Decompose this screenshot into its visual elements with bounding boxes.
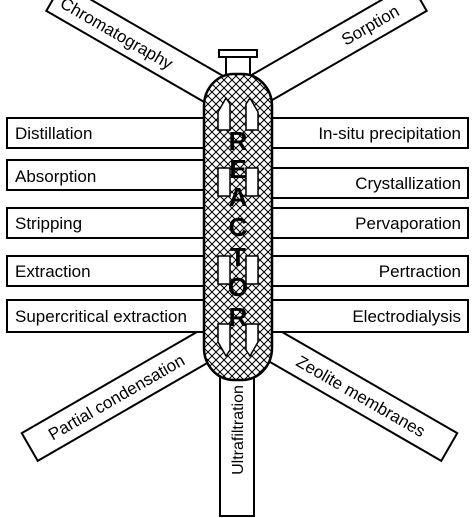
- reactor-letter: R: [229, 302, 248, 332]
- reactor-nozzle: [218, 49, 258, 79]
- reactor-letter: C: [229, 212, 248, 242]
- label-electrodialysis: Electrodialysis: [352, 307, 461, 326]
- left-boxes: Distillation Absorption Stripping Extrac…: [6, 117, 218, 333]
- label-zeolite-membranes: Zeolite membranes: [293, 352, 429, 441]
- label-supercritical-extraction: Supercritical extraction: [15, 307, 187, 326]
- reactor-letter: A: [229, 182, 248, 212]
- label-stripping: Stripping: [15, 214, 82, 233]
- label-pertraction: Pertraction: [379, 262, 461, 281]
- label-crystallization: Crystallization: [355, 174, 461, 193]
- reactor-letter: R: [229, 126, 248, 156]
- label-ultrafiltration: Ultrafiltration: [230, 385, 247, 475]
- reactor-vessel: R E A C T O R: [202, 72, 274, 382]
- arm-chromatography: Chromatography: [44, 0, 229, 108]
- label-partial-condensation: Partial condensation: [45, 351, 188, 444]
- right-boxes: In-situ precipitation Crystallization Pe…: [257, 117, 469, 333]
- label-absorption: Absorption: [15, 167, 96, 186]
- label-pervaporation: Pervaporation: [355, 214, 461, 233]
- reactor-letter: O: [228, 272, 248, 302]
- arm-partial-condensation: Partial condensation: [20, 321, 230, 463]
- arm-sorption: Sorption: [244, 0, 429, 108]
- reactor-letter: E: [229, 154, 246, 184]
- label-chromatography: Chromatography: [57, 0, 177, 74]
- label-in-situ-precipitation: In-situ precipitation: [318, 124, 461, 143]
- arm-ultrafiltration: Ultrafiltration: [219, 361, 255, 517]
- reactor-letter: T: [230, 242, 246, 272]
- reactor-letters: R E A C T O R: [228, 126, 248, 332]
- label-distillation: Distillation: [15, 124, 92, 143]
- arm-zeolite-membranes: Zeolite membranes: [249, 321, 459, 463]
- label-extraction: Extraction: [15, 262, 91, 281]
